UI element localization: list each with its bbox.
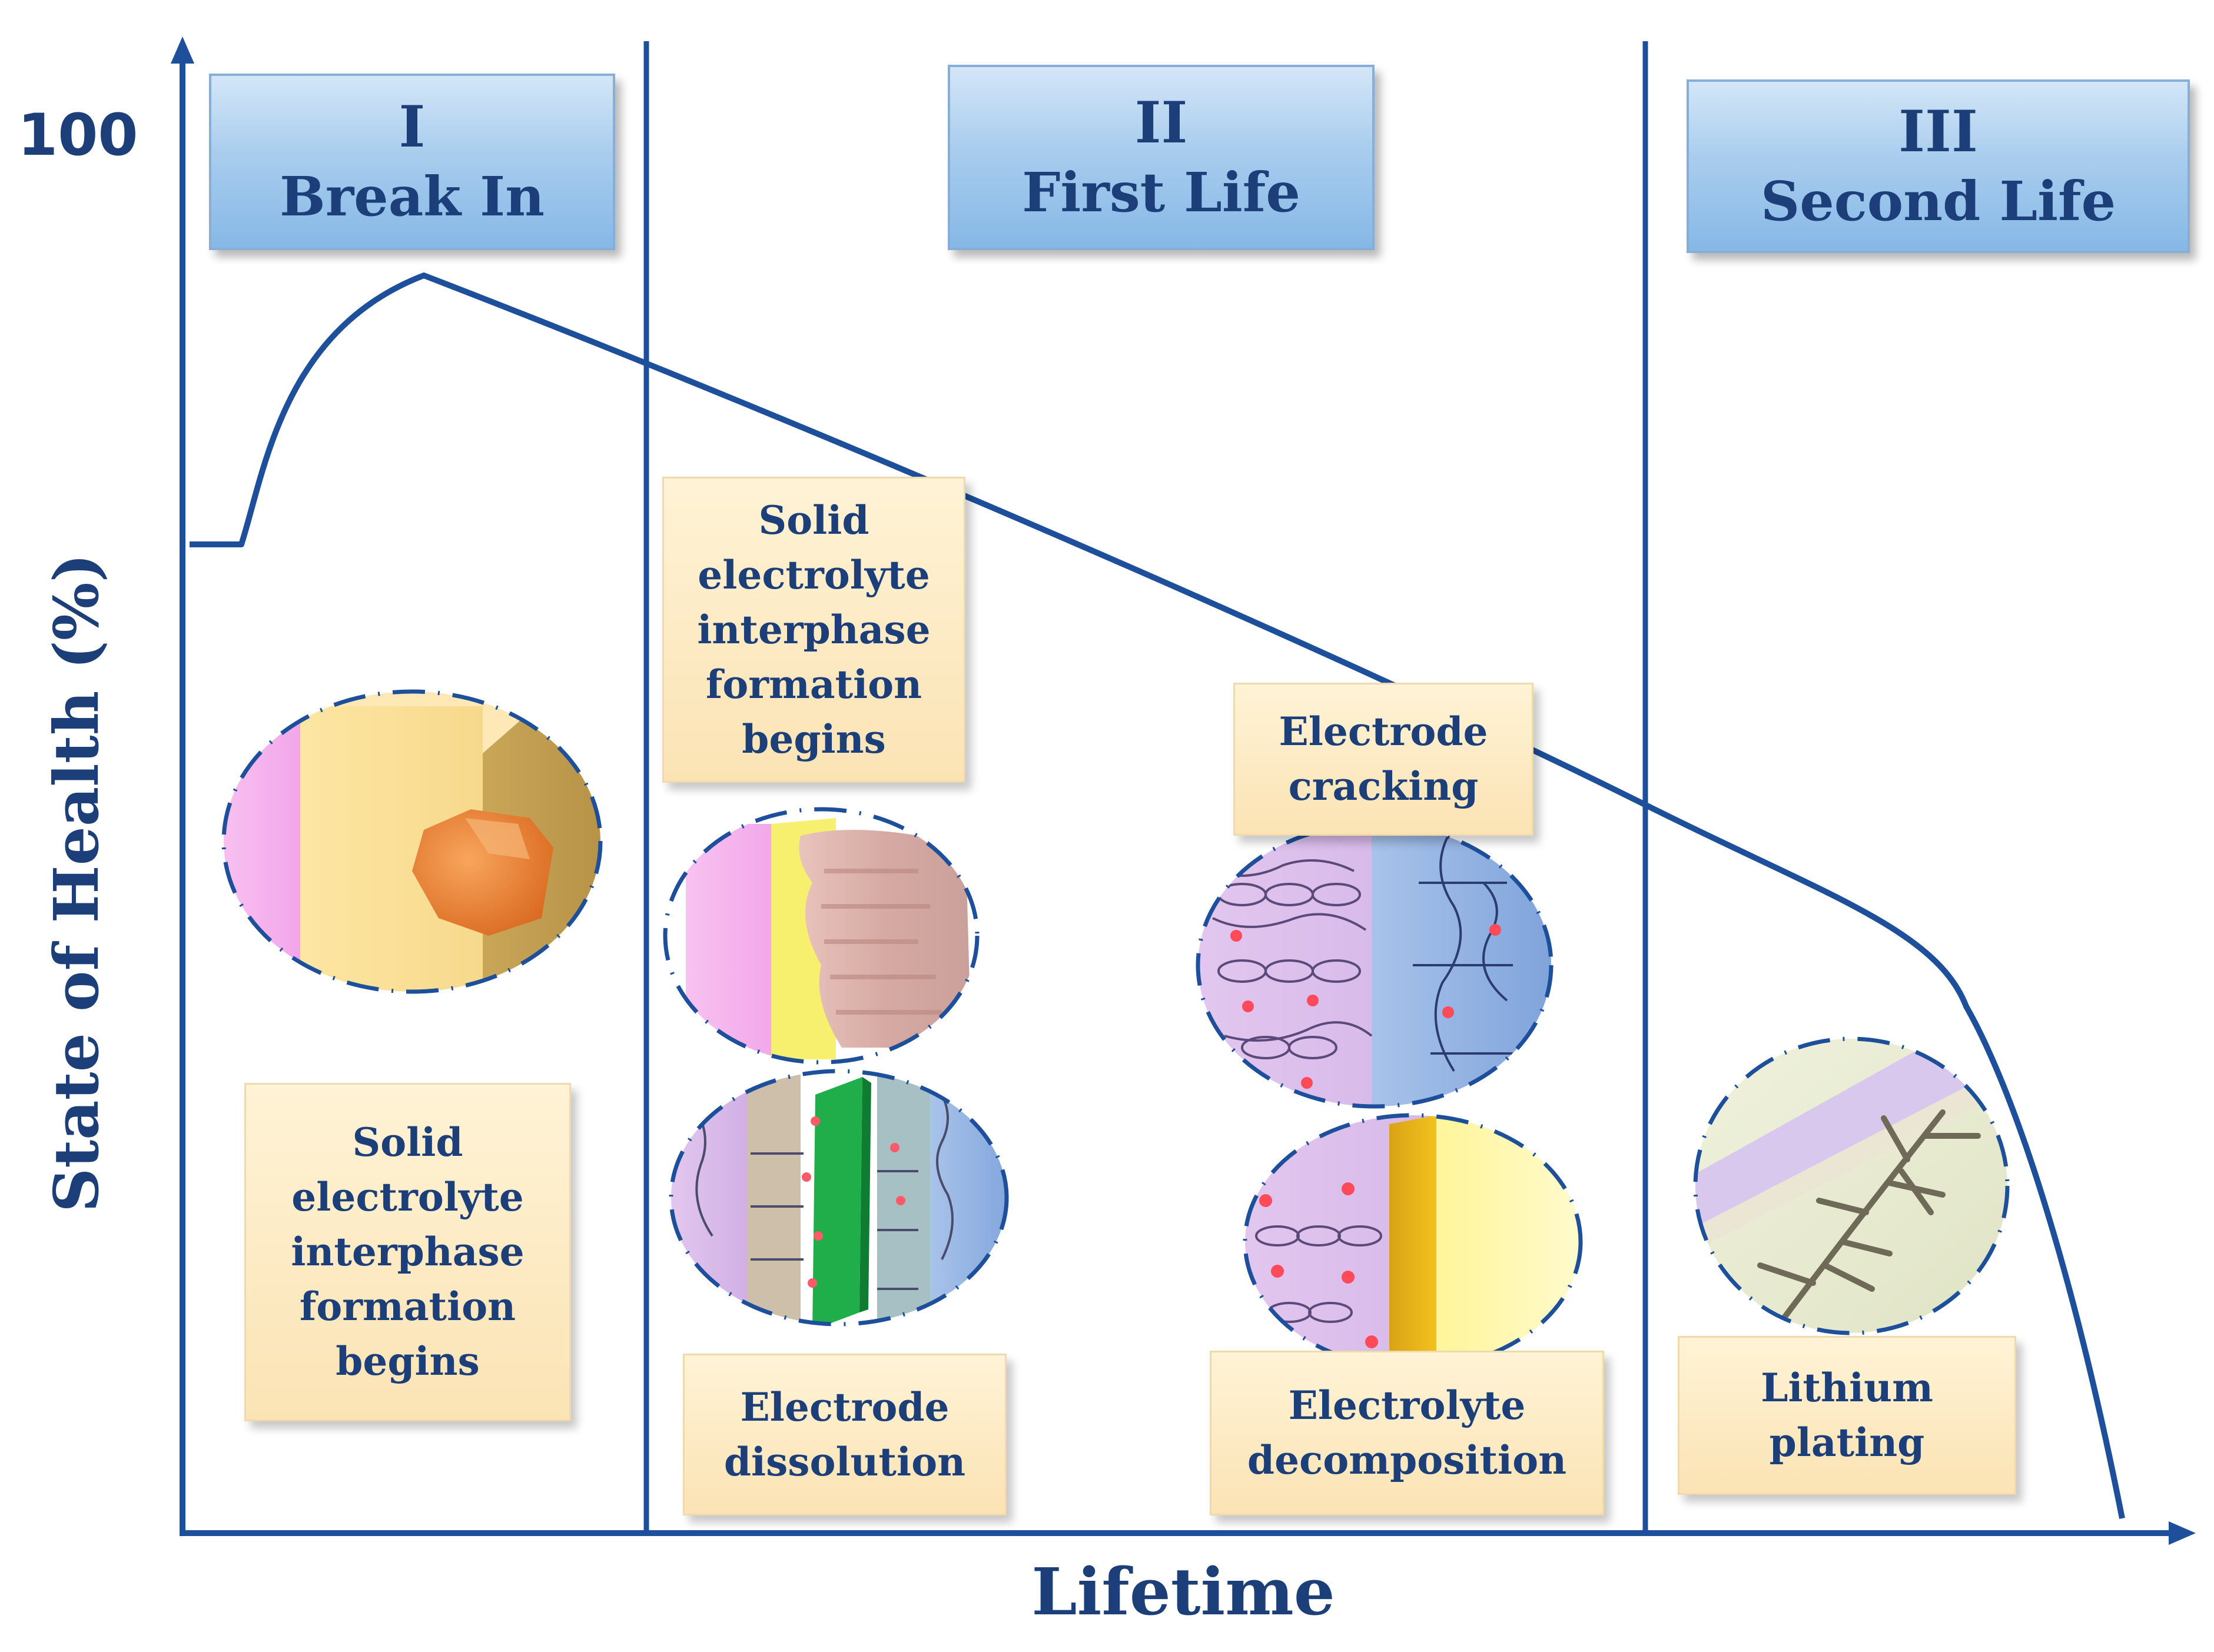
label-sei-formation-stage1: Solid electrolyte interphase formation b…	[244, 1083, 571, 1421]
y-axis-tick-100: 100	[18, 102, 138, 169]
y-axis-arrow-icon	[171, 36, 194, 64]
y-axis-label: State of Health (%)	[40, 553, 112, 1212]
stage-title: Break In	[279, 165, 545, 228]
stage-title: Second Life	[1760, 169, 2116, 233]
label-electrode-cracking: Electrode cracking	[1233, 683, 1533, 836]
label-sei-formation-stage2: Solid electrolyte interphase formation b…	[662, 477, 965, 783]
x-axis-label: Lifetime	[1031, 1554, 1335, 1630]
stage-numeral: I	[399, 94, 426, 160]
stage2-sei-image	[663, 807, 980, 1065]
stage1-crystal-image	[221, 689, 603, 994]
stage3-dendrite-image	[1693, 1036, 2010, 1335]
x-axis-arrow-icon	[2169, 1521, 2196, 1545]
stage-title: First Life	[1022, 160, 1300, 224]
label-electrode-dissolution: Electrode dissolution	[683, 1354, 1007, 1515]
stage-header-second-life: III Second Life	[1687, 79, 2190, 253]
stage-header-break-in: I Break In	[209, 74, 615, 250]
stage2-decomposition-image	[1243, 1113, 1583, 1371]
label-lithium-plating: Lithium plating	[1678, 1336, 2016, 1495]
stage-numeral: II	[1134, 89, 1188, 156]
label-electrolyte-decomposition: Electrolyte decomposition	[1210, 1351, 1604, 1515]
stage-header-first-life: II First Life	[948, 65, 1375, 250]
stage2-dissolution-image	[669, 1069, 1009, 1327]
axes	[171, 36, 2196, 1545]
stage2-cracking-image	[1196, 822, 1554, 1109]
stage-numeral: III	[1898, 98, 1978, 165]
